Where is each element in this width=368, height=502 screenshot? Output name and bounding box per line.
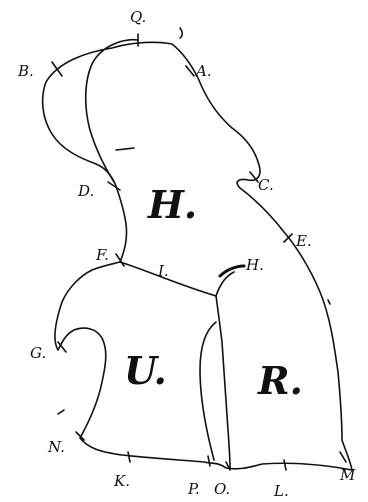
point-label-c: C. xyxy=(258,176,274,194)
stray-mark-left xyxy=(58,410,64,414)
region-label-r: R. xyxy=(257,358,303,403)
tick-P xyxy=(208,456,210,466)
point-label-q: Q. xyxy=(130,8,146,26)
tick-B xyxy=(52,62,62,76)
region-label-u: U. xyxy=(124,348,167,393)
point-label-f: F. xyxy=(95,246,109,264)
point-label-g: G. xyxy=(30,344,46,362)
point-label-p: P. xyxy=(187,480,200,498)
stray-mark-top xyxy=(180,28,182,38)
tick-L xyxy=(284,460,286,470)
u-inner-curve xyxy=(200,322,216,460)
point-label-d: D. xyxy=(77,182,94,200)
tick-K xyxy=(128,452,130,462)
point-label-a: A. xyxy=(194,62,212,80)
point-label-b: B. xyxy=(17,62,34,80)
stray-mark-right xyxy=(328,300,330,304)
point-label-k: K. xyxy=(113,472,130,490)
inner-curve-left xyxy=(86,40,138,182)
point-label-o: O. xyxy=(214,480,230,498)
point-label-m: M xyxy=(339,466,356,484)
h-stub xyxy=(220,266,244,276)
point-label-h-small: H. xyxy=(245,256,264,274)
tick-M xyxy=(340,452,346,462)
point-label-l: L. xyxy=(273,482,289,500)
outer-outline xyxy=(43,42,352,470)
r-left-boundary xyxy=(216,296,230,468)
point-label-e: E. xyxy=(295,232,312,250)
point-label-i: I. xyxy=(157,262,169,280)
point-label-n: N. xyxy=(47,438,65,456)
region-label-h: H. xyxy=(147,182,197,227)
dash-mark xyxy=(116,148,134,150)
